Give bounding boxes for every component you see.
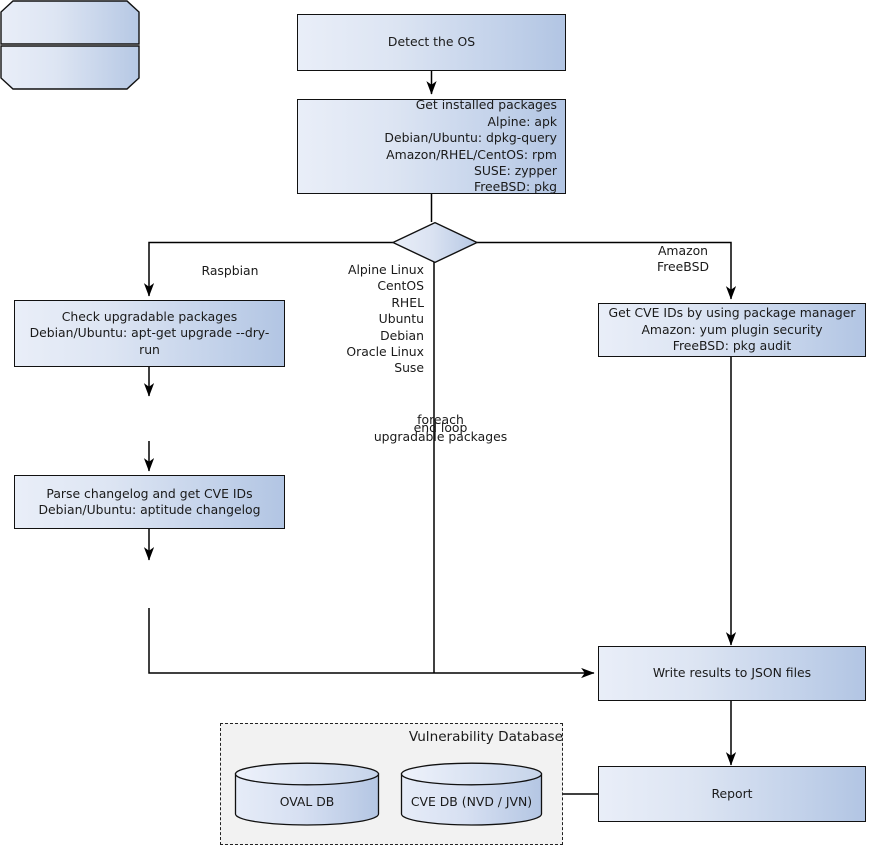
edge-label-amazon-freebsd: Amazon FreeBSD	[657, 243, 709, 275]
node-write-results[interactable]: Write results to JSON files	[598, 646, 866, 701]
node-parse-changelog[interactable]: Parse changelog and get CVE IDs Debian/U…	[14, 475, 285, 529]
node-check-upgradable[interactable]: Check upgradable packages Debian/Ubuntu:…	[14, 300, 285, 367]
loop-end-shape	[0, 45, 140, 90]
db-oval-label: OVAL DB	[279, 794, 335, 809]
node-end-loop[interactable]: end loop	[0, 45, 467, 435]
edge-label-middle-os-list: Alpine Linux CentOS RHEL Ubuntu Debian O…	[346, 262, 424, 376]
node-report[interactable]: Report	[598, 766, 866, 822]
node-report-label: Report	[711, 785, 753, 801]
group-vulnerability-database-title: Vulnerability Database	[408, 729, 563, 745]
edge-label-raspbian: Raspbian	[201, 263, 259, 278]
node-get-cve-ids-label: Get CVE IDs by using package manager Ama…	[608, 305, 856, 354]
cylinder-shape	[234, 762, 380, 826]
node-get-cve-ids[interactable]: Get CVE IDs by using package manager Ama…	[598, 303, 866, 357]
db-oval[interactable]: OVAL DB	[234, 762, 380, 826]
node-get-installed-packages-label: Get installed packages Alpine: apk Debia…	[384, 97, 557, 195]
node-write-results-label: Write results to JSON files	[652, 665, 812, 681]
node-foreach-loop[interactable]: foreach upgradable packages	[0, 0, 507, 444]
cylinder-shape	[400, 762, 543, 826]
node-detect-os-label: Detect the OS	[387, 34, 476, 50]
node-get-installed-packages[interactable]: Get installed packages Alpine: apk Debia…	[297, 97, 566, 195]
node-parse-changelog-label: Parse changelog and get CVE IDs Debian/U…	[38, 485, 261, 517]
node-os-decision[interactable]	[391, 221, 479, 264]
db-cve-label: CVE DB (NVD / JVN)	[410, 794, 533, 809]
node-detect-os[interactable]: Detect the OS	[297, 14, 566, 71]
db-cve[interactable]: CVE DB (NVD / JVN)	[400, 762, 543, 826]
node-check-upgradable-label: Check upgradable packages Debian/Ubuntu:…	[29, 308, 270, 357]
loop-start-shape	[0, 0, 140, 45]
diamond-shape	[391, 221, 479, 264]
